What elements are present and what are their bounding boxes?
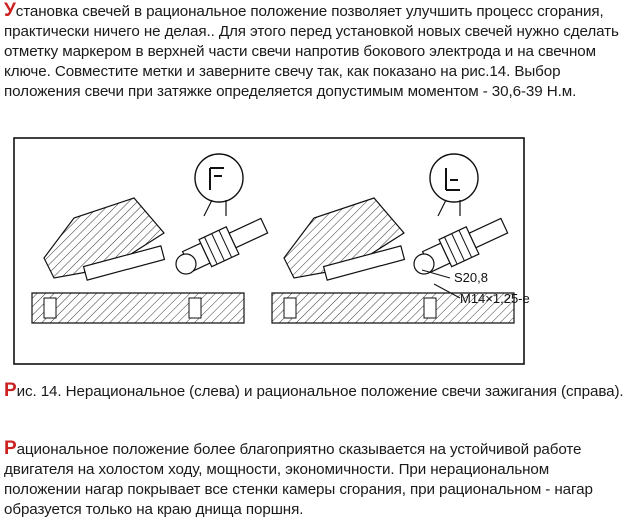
hex-size-label: S20,8 [454,270,488,285]
spark-plug-figure: S20,8 M14×1,25-e [13,137,530,365]
intro-initial: У [4,0,16,21]
plug-right-view: S20,8 M14×1,25-e [271,153,530,324]
thread-size-label: M14×1,25-e [460,291,530,306]
caption-text: ис. 14. Нерациональное (слева) и рациона… [16,383,624,400]
conclusion-paragraph: Рациональное положение более благоприятн… [4,439,628,520]
conclusion-initial: Р [4,438,17,459]
caption-initial: Р [4,380,17,401]
conclusion-text: ациональное положение более благоприятно… [4,441,593,518]
plug-left-view [31,153,269,324]
intro-paragraph: Установка свечей в рациональное положени… [4,1,628,102]
figure-caption: Рис. 14. Нерациональное (слева) и рацион… [4,381,628,402]
intro-text: становка свечей в рациональное положение… [4,3,619,100]
